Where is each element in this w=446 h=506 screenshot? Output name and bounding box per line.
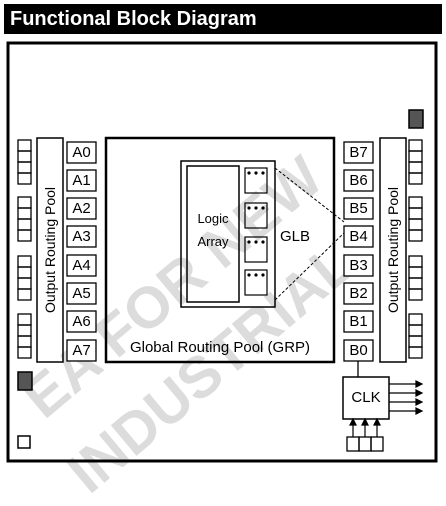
pin-label-b7: B7 <box>349 144 368 161</box>
pin-label-b1: B1 <box>349 313 368 330</box>
pin-label-b5: B5 <box>349 200 368 217</box>
clk-block <box>342 376 390 420</box>
corner-marker-bottom-left-dark <box>17 371 33 391</box>
left-io-cells <box>17 139 32 359</box>
corner-marker-top-right <box>408 109 424 129</box>
pin-label-a7: A7 <box>72 342 91 359</box>
right-pool-label: Output Routing Pool <box>385 186 401 314</box>
macrocell-marks <box>247 171 265 277</box>
macrocells <box>244 167 268 296</box>
clk-label: CLK <box>351 389 381 406</box>
chip-outline <box>6 41 438 463</box>
block-diagram <box>6 41 438 463</box>
clk-output-arrows <box>389 380 424 415</box>
pin-label-a3: A3 <box>72 228 91 245</box>
corner-marker-bottom-left-light <box>17 435 31 449</box>
logic-array-label-line-2: Array <box>197 234 229 249</box>
pin-label-a2: A2 <box>72 200 91 217</box>
left-pool-label: Output Routing Pool <box>42 186 58 314</box>
right-output-routing-pool <box>379 137 407 363</box>
clk-input-pins <box>346 436 384 452</box>
glb-block <box>180 160 276 308</box>
global-routing-pool <box>104 136 336 364</box>
left-output-routing-pool <box>36 137 64 363</box>
clk-input-arrows <box>349 417 381 437</box>
pin-label-b3: B3 <box>349 257 368 274</box>
glb-to-output-lines <box>274 167 345 301</box>
right-pin-boxes <box>343 141 374 362</box>
pin-label-b2: B2 <box>349 285 368 302</box>
right-io-cells <box>408 139 423 359</box>
pin-label-b6: B6 <box>349 172 368 189</box>
grp-label: Global Routing Pool (GRP) <box>129 339 311 356</box>
pin-label-b4: B4 <box>349 228 368 245</box>
page-title: Functional Block Diagram <box>4 4 442 34</box>
logic-array-label-line-1: Logic <box>197 211 229 226</box>
pin-label-a0: A0 <box>72 144 91 161</box>
left-pin-boxes <box>66 141 97 362</box>
glb-label: GLB <box>280 228 311 245</box>
pin-label-a4: A4 <box>72 257 91 274</box>
logic-array-block <box>186 165 240 303</box>
pin-label-b0: B0 <box>349 342 368 359</box>
pin-label-a1: A1 <box>72 172 91 189</box>
pin-label-a5: A5 <box>72 285 91 302</box>
pin-label-a6: A6 <box>72 313 91 330</box>
